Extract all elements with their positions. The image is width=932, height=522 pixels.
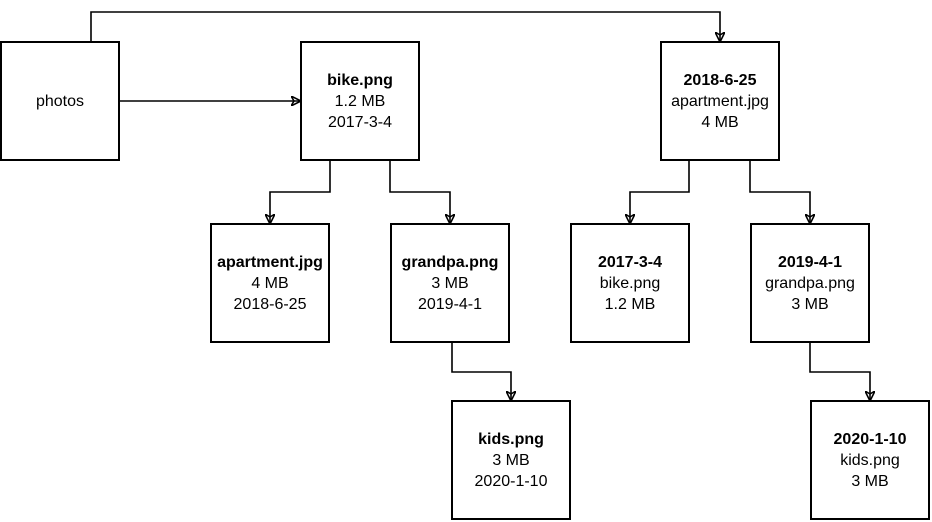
node-2019-4-1-file: grandpa.png [765, 274, 855, 292]
node-kids-key: kids.png [478, 430, 544, 448]
node-grandpa-key: grandpa.png [401, 253, 499, 271]
node-apartment: apartment.jpg 4 MB 2018-6-25 [210, 223, 330, 343]
node-2020-1-10-file: kids.png [840, 451, 900, 469]
node-2018-6-25: 2018-6-25 apartment.jpg 4 MB [660, 41, 780, 161]
node-bike-size: 1.2 MB [334, 92, 386, 110]
node-kids: kids.png 3 MB 2020-1-10 [451, 400, 571, 520]
node-kids-date: 2020-1-10 [474, 472, 548, 490]
edge-bike-to-grandpa [389, 161, 450, 223]
node-apartment-key: apartment.jpg [217, 253, 323, 271]
node-2017-3-4-size: 1.2 MB [604, 295, 656, 313]
node-photos: photos [0, 41, 120, 161]
node-2019-4-1-size: 3 MB [791, 295, 829, 313]
node-bike-key: bike.png [327, 71, 393, 89]
node-2020-1-10-size: 3 MB [851, 472, 889, 490]
edge-2019-4-1-to-2020-1-10 [809, 343, 870, 400]
node-apartment-size: 4 MB [251, 274, 289, 292]
node-2019-4-1: 2019-4-1 grandpa.png 3 MB [750, 223, 870, 343]
node-2017-3-4-key: 2017-3-4 [597, 253, 663, 271]
node-2019-4-1-key: 2019-4-1 [777, 253, 843, 271]
edge-photos-to-2018-6-25 [90, 11, 720, 41]
node-grandpa: grandpa.png 3 MB 2019-4-1 [390, 223, 510, 343]
node-photos-label: photos [35, 92, 85, 110]
node-bike-date: 2017-3-4 [327, 113, 393, 131]
node-2018-6-25-key: 2018-6-25 [683, 71, 757, 89]
node-apartment-date: 2018-6-25 [233, 295, 307, 313]
node-2017-3-4-file: bike.png [599, 274, 661, 292]
edge-2018-6-25-to-2017-3-4 [630, 161, 690, 223]
node-2020-1-10-key: 2020-1-10 [833, 430, 907, 448]
node-grandpa-size: 3 MB [431, 274, 469, 292]
node-2020-1-10: 2020-1-10 kids.png 3 MB [810, 400, 930, 520]
node-2017-3-4: 2017-3-4 bike.png 1.2 MB [570, 223, 690, 343]
edge-grandpa-to-kids [451, 343, 511, 400]
node-2018-6-25-size: 4 MB [701, 113, 739, 131]
edge-2018-6-25-to-2019-4-1 [749, 161, 810, 223]
node-2018-6-25-file: apartment.jpg [671, 92, 769, 110]
edge-bike-to-apartment [270, 161, 331, 223]
node-bike: bike.png 1.2 MB 2017-3-4 [300, 41, 420, 161]
node-kids-size: 3 MB [492, 451, 530, 469]
node-grandpa-date: 2019-4-1 [417, 295, 483, 313]
